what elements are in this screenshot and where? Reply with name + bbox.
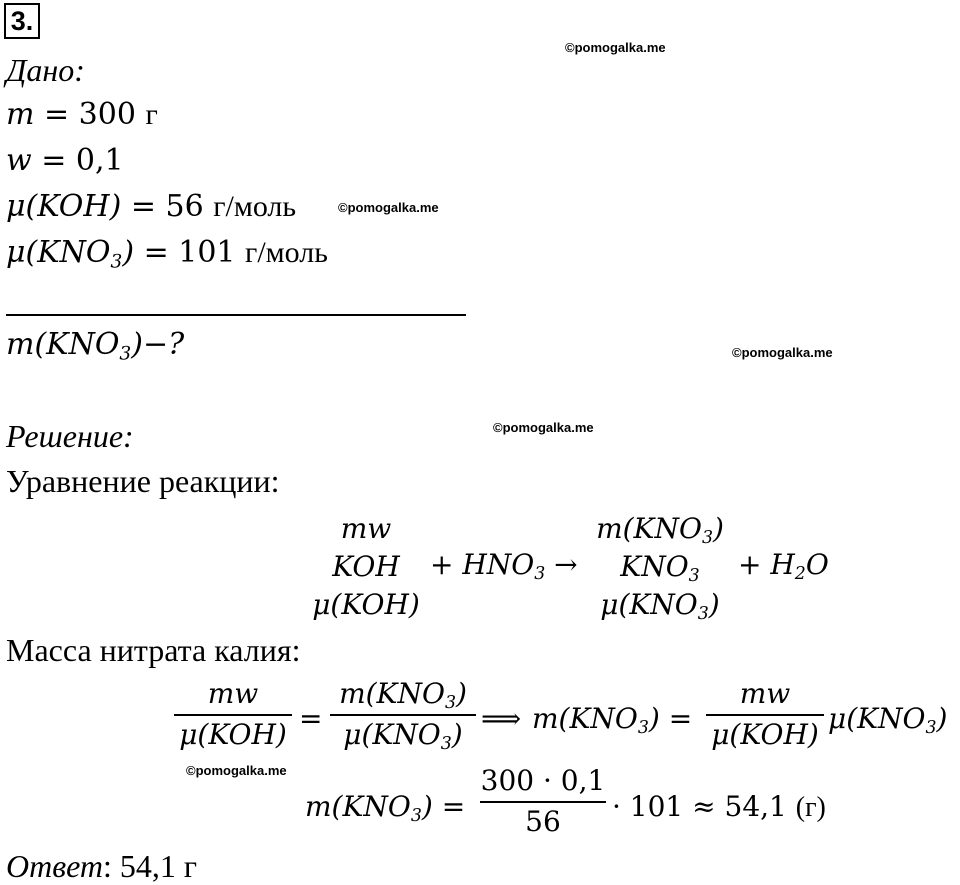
result: · 101 ≈ 54,1 — [612, 790, 796, 823]
reaction-left-stack: mw KOH μ(KOH) — [300, 510, 432, 624]
denominator: μ(KOH) — [179, 718, 287, 751]
water: + H — [738, 548, 795, 581]
text: KNO — [620, 550, 689, 583]
subscript: 3 — [637, 718, 649, 739]
subscript: 3 — [410, 806, 422, 827]
fraction-mkno3-over-mukno3: m(KNO3) μ(KNO3) — [330, 677, 476, 755]
fraction-value: = 0,1 — [31, 143, 124, 178]
right-top: m(KNO3) — [585, 510, 735, 548]
denominator: μ(KOH) — [711, 718, 819, 751]
subscript: 3 — [444, 693, 456, 714]
reaction-caption: Уравнение реакции: — [6, 463, 280, 499]
watermark: ©pomogalka.me — [732, 345, 833, 360]
denominator: μ(KNO3) — [330, 716, 476, 755]
water-o: O — [805, 548, 829, 581]
watermark: ©pomogalka.me — [338, 200, 439, 215]
reaction-plus-water: + H2O — [738, 548, 829, 585]
subscript: 3 — [119, 343, 132, 365]
given-molar-koh: μ(KOH) = 56 г/моль — [6, 189, 296, 224]
mass-value: = 300 — [34, 97, 146, 132]
given-label: Дано: — [6, 52, 85, 88]
left-top: mw — [340, 512, 392, 545]
subscript: 3 — [688, 566, 700, 587]
watermark: ©pomogalka.me — [493, 420, 594, 435]
paren-equals: ) = — [421, 790, 466, 823]
hno3: + HNO — [430, 548, 535, 581]
molar-koh-symbol: μ(KOH) — [6, 189, 122, 224]
right-mid: KNO3 — [585, 548, 735, 586]
reaction-right-stack: m(KNO3) KNO3 μ(KNO3) — [585, 510, 735, 624]
fraction-mw-over-mukoh: mw μ(KOH) — [174, 677, 292, 751]
fraction-symbol: w — [6, 143, 32, 178]
subscript: 3 — [440, 734, 452, 755]
problem-number: 3. — [4, 3, 40, 39]
subscript: 3 — [701, 528, 713, 549]
denominator: 56 — [525, 805, 561, 838]
watermark: ©pomogalka.me — [186, 763, 287, 778]
answer-label: Ответ — [6, 848, 103, 884]
numerator: mw — [174, 677, 292, 716]
given-mass: m = 300 г — [6, 97, 158, 132]
left-bot: μ(KOH) — [312, 588, 420, 621]
text: m(KNO — [596, 512, 702, 545]
arrow: → — [545, 548, 578, 581]
mass-symbol: m — [6, 97, 35, 132]
text: μ(KNO — [600, 588, 698, 621]
eq1-lhs: m(KNO3) = — [532, 702, 693, 739]
find-symbol: m(KNO — [6, 327, 120, 362]
given-molar-kno3: μ(KNO3) = 101 г/моль — [6, 235, 328, 273]
numerator: 300 · 0,1 — [480, 764, 606, 803]
text: m(KNO — [532, 702, 638, 735]
eq2-lhs: m(KNO3) = — [305, 790, 466, 827]
answer-line: Ответ: 54,1 г — [6, 848, 197, 885]
solution-label: Решение: — [6, 418, 134, 454]
right-bot: μ(KNO3) — [585, 586, 735, 624]
subscript: 2 — [794, 564, 806, 585]
given-fraction: w = 0,1 — [6, 143, 124, 178]
paren: ) — [708, 588, 720, 621]
molar-kno3-value: = 101 — [134, 235, 246, 270]
text: m(KNO — [339, 677, 445, 710]
subscript: 3 — [697, 604, 709, 625]
result-unit: (г) — [795, 792, 826, 823]
subscript: 3 — [534, 564, 546, 585]
fraction-mw-over-mukoh-2: mw μ(KOH) — [706, 677, 824, 751]
text: μ(KNO — [828, 702, 926, 735]
text: μ(KNO — [343, 718, 441, 751]
text: m(KNO — [305, 790, 411, 823]
watermark: ©pomogalka.me — [565, 40, 666, 55]
paren: ) — [122, 235, 135, 270]
molar-kno3-symbol: μ(KNO — [6, 235, 111, 270]
reaction-plus-hno3: + HNO3 → — [430, 548, 578, 585]
paren: ) — [712, 512, 724, 545]
molar-koh-unit: г/моль — [213, 190, 297, 223]
paren: ) — [451, 718, 463, 751]
given-divider — [6, 314, 466, 316]
subscript: 3 — [110, 251, 123, 273]
answer-colon: : — [103, 848, 112, 884]
paren: ) — [936, 702, 948, 735]
find-expression: m(KNO3)−? — [6, 327, 185, 365]
numerator: m(KNO3) — [330, 677, 476, 716]
paren: ) — [455, 677, 467, 710]
mass-unit: г — [145, 98, 158, 131]
answer-value: 54,1 г — [111, 848, 198, 884]
molar-koh-value: = 56 — [121, 189, 214, 224]
eq2-tail: · 101 ≈ 54,1 (г) — [612, 790, 826, 824]
left-mid: KOH — [332, 550, 400, 583]
mass-caption: Масса нитрата калия: — [6, 632, 301, 668]
implies-sign: ⟹ — [481, 702, 522, 735]
fraction-300-over-56: 300 · 0,1 56 — [480, 764, 606, 838]
equals-sign: = — [299, 702, 323, 735]
eq1-tail: μ(KNO3) — [828, 702, 948, 739]
subscript: 3 — [925, 718, 937, 739]
molar-kno3-unit: г/моль — [245, 236, 328, 269]
numerator: mw — [706, 677, 824, 716]
find-rest: )−? — [131, 327, 185, 362]
paren-equals: ) = — [648, 702, 693, 735]
